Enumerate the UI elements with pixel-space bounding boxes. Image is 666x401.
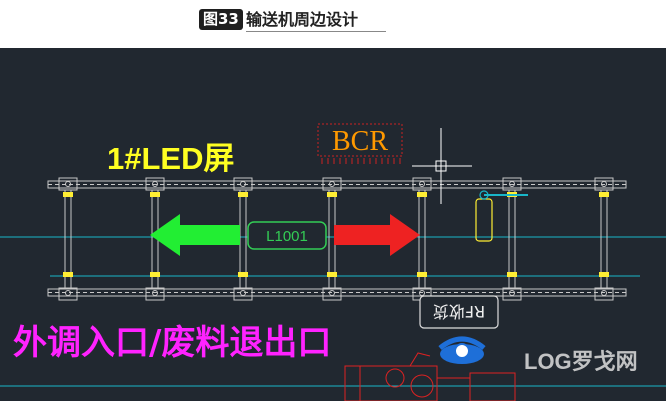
conveyor-diagram: 1#LED屏 BCR: [0, 123, 666, 401]
figure-title: 输送机周边设计: [246, 10, 359, 29]
entrance-label: 外调入口/废料退出口: [13, 323, 331, 363]
bcr-label: BCR: [332, 126, 388, 157]
caption-underline: [246, 31, 386, 32]
watermark-text: LOG罗戈网: [524, 349, 638, 374]
operator-icon: [438, 336, 486, 364]
cad-drawing: 1#LED屏 BCR: [0, 48, 666, 401]
roller-bearing-icon: [502, 177, 522, 301]
conveyor-id-box: [247, 221, 327, 250]
figure-label: 图33: [199, 9, 243, 30]
led-screen-label: 1#LED屏: [107, 141, 234, 176]
roller-bearing-icon: [594, 177, 614, 301]
arrow-right: [334, 214, 420, 256]
rf-device-box: [419, 295, 499, 329]
barcode-reader-icon: BCR: [317, 123, 403, 164]
watermark-logo: LOG罗戈网: [524, 349, 638, 374]
arrow-left: [150, 214, 240, 256]
conveyor-frame: [47, 180, 627, 297]
figure-caption: 图33 输送机周边设计: [0, 0, 666, 48]
sensor-device-icon: [475, 190, 528, 242]
red-machine-drawing: [344, 352, 516, 401]
conveyor-id-label: L1001: [266, 228, 308, 245]
cad-crosshair-icon: [412, 128, 472, 204]
roller-bearing-icon: [412, 177, 432, 301]
rf-device-label: RF收货: [433, 302, 485, 321]
roller-bearing-icon: [58, 177, 78, 301]
